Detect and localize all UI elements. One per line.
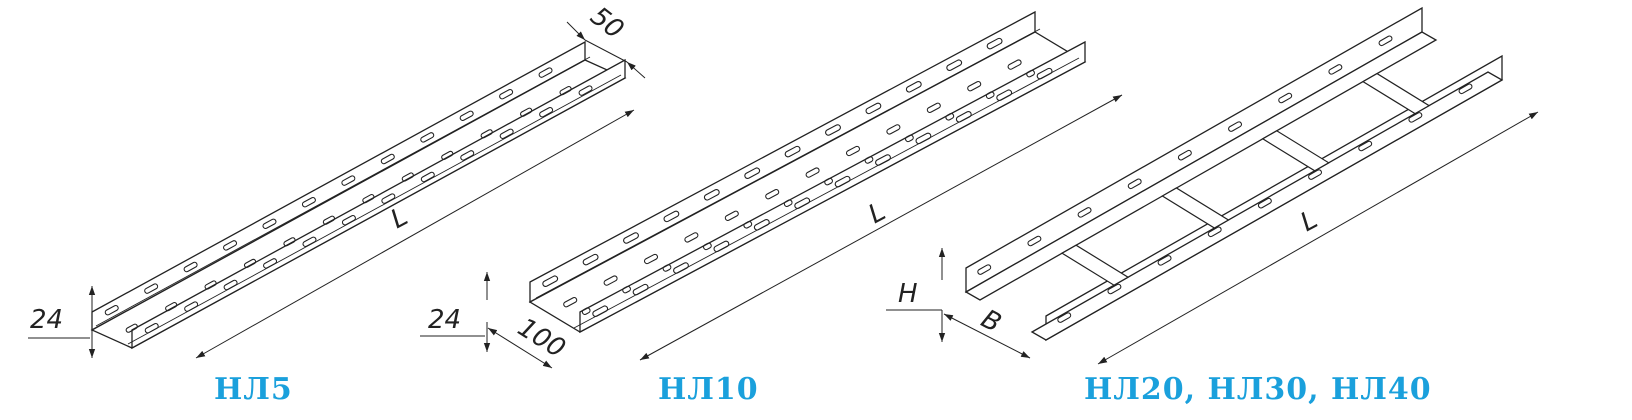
slot: [967, 81, 982, 92]
dim-width-ladder: B: [976, 304, 1006, 339]
slot: [1458, 83, 1473, 95]
slot: [578, 85, 593, 96]
caption-nl5: НЛ5: [214, 372, 293, 407]
slot: [603, 275, 618, 286]
slot: [1328, 64, 1343, 75]
slot: [946, 59, 963, 71]
slot: [165, 301, 178, 312]
slot: [622, 285, 631, 294]
slot: [1378, 35, 1393, 47]
slot: [144, 283, 159, 294]
slot: [1026, 69, 1035, 78]
slot: [582, 253, 599, 266]
slot: [1007, 59, 1022, 70]
dim-length-ladder: L: [1296, 205, 1323, 238]
slot: [144, 322, 159, 334]
dim-height-nl10: 24: [428, 305, 461, 335]
slot: [104, 304, 119, 316]
slot: [499, 88, 514, 100]
slot: [1027, 235, 1042, 247]
dimensions-nl10: [420, 94, 1123, 369]
slot: [905, 81, 922, 93]
dimensions-nl5: [28, 21, 646, 359]
rung: [1161, 187, 1230, 229]
caption-ladder: НЛ20, НЛ30, НЛ40: [1084, 372, 1432, 407]
dim-height-ladder: H: [898, 279, 918, 309]
slot: [1057, 312, 1072, 323]
dim-height-nl5: 24: [30, 305, 63, 335]
slot: [986, 37, 1003, 50]
slot: [559, 85, 572, 96]
slot: [125, 323, 138, 333]
rung: [1361, 72, 1431, 115]
slot: [1036, 67, 1053, 80]
slot: [581, 307, 591, 315]
caption-nl10: НЛ10: [658, 372, 759, 407]
slot: [977, 264, 992, 275]
slot: [592, 305, 609, 317]
slot: [563, 297, 578, 308]
slot: [538, 67, 553, 78]
rung: [1060, 244, 1130, 286]
slot: [1278, 92, 1293, 104]
slot: [623, 232, 639, 244]
dimensions-ladder: [886, 111, 1539, 365]
rung: [1261, 130, 1330, 172]
dim-width-nl5: 50: [585, 1, 630, 45]
slot: [542, 275, 559, 287]
slot: [1077, 207, 1092, 218]
dim-length-nl5: L: [386, 202, 413, 235]
dim-length-nl10: L: [864, 197, 891, 230]
